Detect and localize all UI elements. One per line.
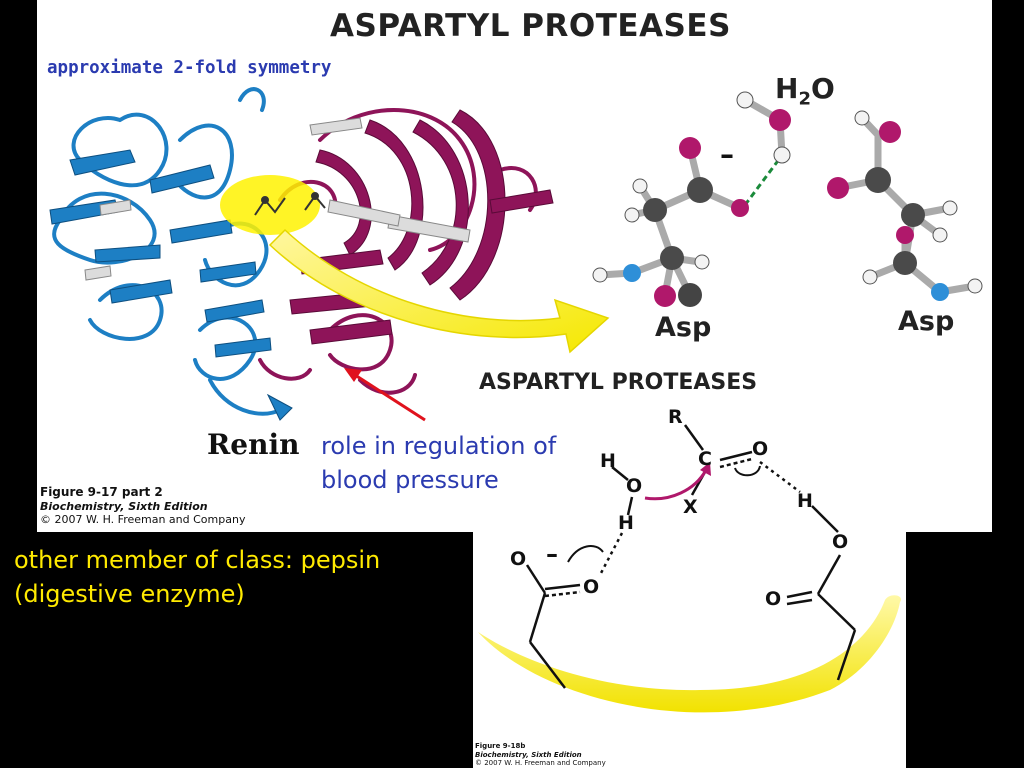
figure1-caption-book: Biochemistry, Sixth Edition [40, 499, 208, 513]
figure-9-17-panel [37, 0, 992, 532]
nucleophilic-attack-arrow [644, 469, 708, 501]
figure2-caption-book: Biochemistry, Sixth Edition [475, 750, 582, 759]
atom-c: C [698, 448, 712, 470]
atom-o-water: O [626, 475, 643, 497]
figure1-caption-copyright: © 2007 W. H. Freeman and Company [40, 513, 246, 526]
role-annotation-line1: role in regulation of [321, 432, 557, 460]
figure1-caption: Figure 9-17 part 2 Biochemistry, Sixth E… [40, 485, 246, 527]
atom-r: R [668, 406, 683, 428]
carbonyl-arrow [734, 465, 761, 477]
red-pointer-arrow [344, 368, 426, 422]
figure-title: ASPARTYL PROTEASES [330, 8, 731, 44]
negative-charge-label: – [720, 138, 734, 171]
figure-9-18b-panel [473, 532, 906, 768]
figure2-caption-number: Figure 9-18b [475, 742, 526, 750]
backbone-band [478, 595, 902, 713]
protein-name-label: Renin [207, 428, 300, 461]
carboxylate-arrow [567, 545, 604, 563]
active-site-residues [254, 192, 326, 216]
atom-h-right: H [797, 490, 813, 512]
asp-water-atoms [592, 91, 791, 307]
asp-right-atoms [827, 110, 983, 301]
zoom-arrow [268, 228, 610, 354]
atom-h-water-bottom: H [618, 512, 634, 534]
figure2-caption-copyright: © 2007 W. H. Freeman and Company [475, 759, 606, 767]
atom-x: X [683, 496, 698, 518]
asp-left-label: Asp [655, 312, 712, 343]
mechanism-h-bonds [598, 461, 801, 576]
atom-o-left-right: O [583, 576, 600, 598]
mechanism-title: ASPARTYL PROTEASES [479, 370, 758, 395]
atom-o-carbonyl: O [752, 438, 769, 460]
atom-o-right-bottom: O [765, 588, 782, 610]
asp-right-label: Asp [898, 306, 955, 337]
water-label: H2O [775, 72, 835, 110]
figure1-caption-number: Figure 9-17 part 2 [40, 485, 163, 499]
renin-white-strands [84, 117, 471, 281]
atom-h-water-top: H [600, 450, 616, 472]
atom-o-left-top: O [510, 548, 527, 570]
pepsin-note-line2: (digestive enzyme) [14, 580, 245, 608]
atom-o-right-top: O [832, 531, 849, 553]
mechanism-bonds [525, 424, 857, 689]
symmetry-note: approximate 2-fold symmetry [47, 58, 332, 78]
figure2-caption: Figure 9-18b Biochemistry, Sixth Edition… [475, 742, 606, 768]
role-annotation-line2: blood pressure [321, 466, 499, 494]
pepsin-note-line1: other member of class: pepsin [14, 546, 381, 574]
atom-charge: – [546, 540, 558, 568]
